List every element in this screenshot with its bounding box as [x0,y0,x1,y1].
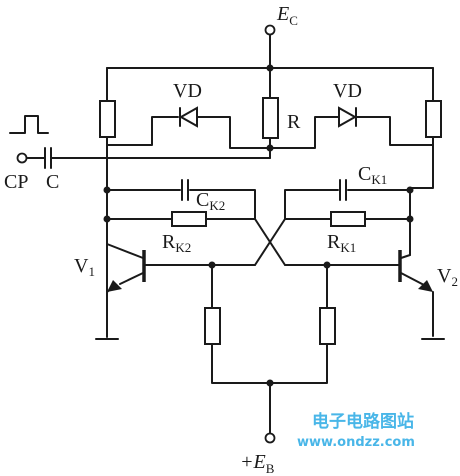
collector-resistor-left [99,100,116,138]
label-c: C [46,171,59,193]
ec-terminal [264,24,276,36]
transistor-v1 [106,243,146,293]
transistor-v2 [398,250,434,337]
bias-resistor-right [319,307,336,345]
label-vd-left: VD [173,80,202,102]
label-ck1: CK1 [358,163,387,187]
cp-terminal [16,152,28,164]
label-vd-right: VD [333,80,362,102]
watermark-url: www.ondzz.com [297,435,415,450]
diode-right [336,106,365,128]
resistor-r [262,97,279,139]
resistor-rk2 [171,211,207,227]
label-cp: CP [4,171,28,193]
label-rk1: RK1 [327,231,356,255]
resistor-rk1 [330,211,366,227]
watermark-cn: 电子电路图站 [312,411,414,432]
label-v2: V2 [437,265,458,289]
label-rk2: RK2 [162,231,191,255]
label-ec: EC [276,3,298,28]
label-ck2: CK2 [196,189,225,213]
label-eb: +EB [240,451,275,476]
label-v1: V1 [74,255,95,279]
label-r: R [287,111,301,133]
collector-resistor-right [425,100,442,138]
bias-resistor-left [204,307,221,345]
right-collector-line [409,136,434,256]
pulse-icon [9,115,49,134]
diode-left [178,106,206,128]
eb-terminal [264,432,276,444]
cross-link-2 [254,218,286,266]
